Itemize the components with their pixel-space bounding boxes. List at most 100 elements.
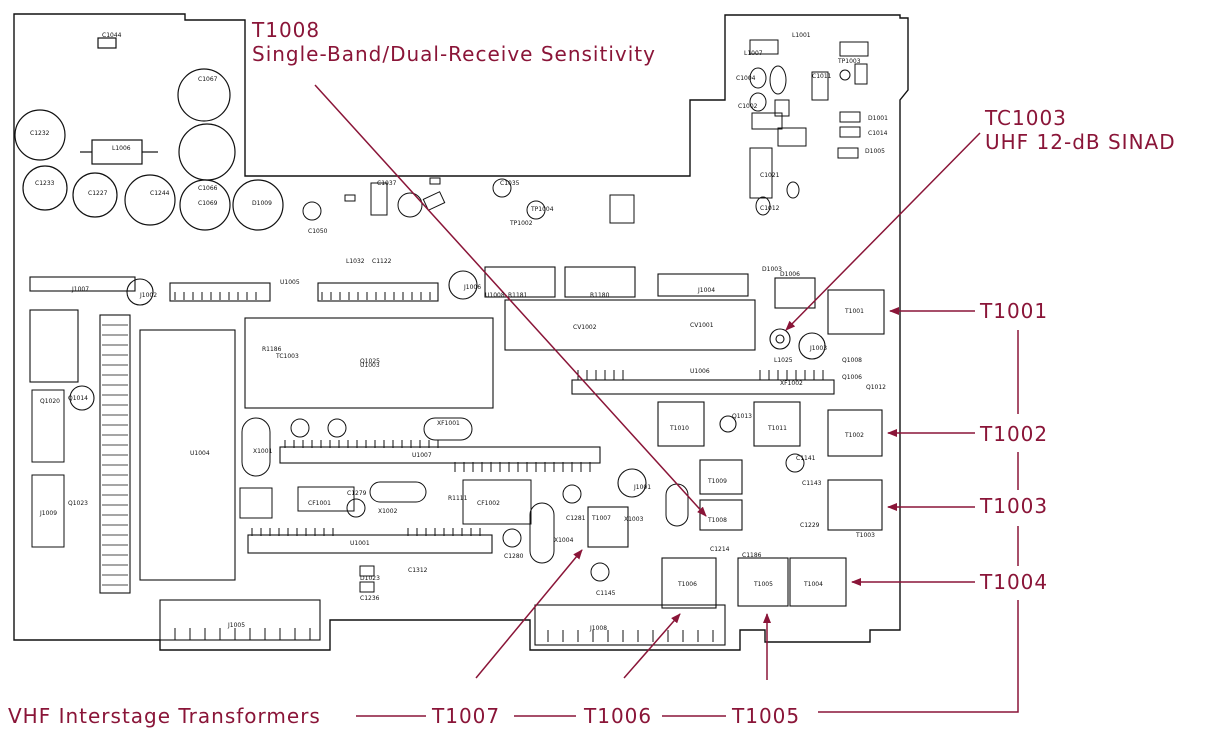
component-label-j1005: J1005 [228,622,246,629]
connectors [29,266,835,646]
component-label-t1005: T1005 [754,581,773,588]
component-label-q1008: Q1008 [842,357,862,364]
top-right-parts [749,39,869,216]
component-label-c1279: C1279 [347,490,367,497]
component-label-c1143: C1143 [802,480,822,487]
component-label-u1001: U1001 [350,540,370,547]
t1002-can [827,409,883,457]
t1007-can [587,506,629,548]
component-label-cv1002: CV1002 [573,324,597,331]
component-label-xf1002: XF1002 [780,380,803,387]
component-label-u1008: U1008 [485,292,505,299]
component-label-d1006: D1006 [780,271,800,278]
bus-1004-bottom [818,600,1019,713]
component-label-c1044: C1044 [102,32,122,39]
tc1003-trimmer [769,328,791,350]
component-label-c1214: C1214 [710,546,730,553]
t1008-desc: Single-Band/Dual-Receive Sensitivity [252,42,656,66]
component-label-t1003: T1003 [856,532,875,539]
component-label-u1004: U1004 [190,450,210,457]
component-label-c1186: C1186 [742,552,762,559]
t1011-can [753,401,801,447]
t1004-label: T1004 [980,570,1049,594]
component-label-j1006: J1006 [464,284,482,291]
component-label-c1141: C1141 [796,455,816,462]
t1002-label: T1002 [980,422,1049,446]
component-label-q1006: Q1006 [842,374,862,381]
component-label-cv1001: CV1001 [690,322,714,329]
component-label-u1005: U1005 [280,279,300,286]
component-label-c1280: C1280 [504,553,524,560]
component-label-tp1003: TP1003 [838,58,861,65]
left-blocks [31,389,805,593]
t1009-can [699,459,743,495]
component-label-t1001: T1001 [845,308,864,315]
t1007-arrow [475,549,583,679]
component-label-u1003: U1003 [360,362,380,369]
component-label-c1035: C1035 [500,180,520,187]
component-label-c1069: C1069 [198,200,218,207]
component-label-tp1002: TP1002 [510,220,533,227]
t1006-arrow [623,613,681,679]
component-label-j1002: J1002 [140,292,158,299]
vhf-interstage-label: VHF Interstage Transformers [8,704,321,728]
t1008-can [699,499,743,531]
component-label-c1122: C1122 [372,258,392,265]
component-label-q1014: Q1014 [68,395,88,402]
tc1003-leader [785,132,981,331]
component-label-j1008: J1008 [590,625,608,632]
l1032-can [774,277,816,309]
t1005-can [737,557,789,607]
component-label-r1186: R1186 [262,346,282,353]
component-label-x1003: X1003 [624,516,644,523]
pin-rows [174,292,824,642]
callout-lines [314,84,1019,717]
component-label-c1236: C1236 [360,595,380,602]
component-label-t1002: T1002 [845,432,864,439]
tc1003-label: TC1003 UHF 12-dB SINAD [985,106,1176,154]
component-label-c1227: C1227 [88,190,108,197]
component-label-c1066: C1066 [198,185,218,192]
pcb-board-outline [13,13,909,651]
left-pin-strip [102,324,128,586]
top-left-capacitors [14,37,284,231]
component-label-l1032: L1032 [346,258,365,265]
component-label-t1010: T1010 [670,425,689,432]
component-label-d1023: D1023 [360,575,380,582]
t1008-label: T1008 Single-Band/Dual-Receive Sensitivi… [252,18,656,66]
component-label-cf1002: CF1002 [477,500,500,507]
t1006-can [661,557,717,609]
component-label-q1013: Q1013 [732,413,752,420]
component-label-c1067: C1067 [198,76,218,83]
component-label-q1023: Q1023 [68,500,88,507]
component-label-c1145: C1145 [596,590,616,597]
component-label-c1021: C1021 [760,172,780,179]
component-label-l1025: L1025 [774,357,793,364]
component-label-j1007: J1007 [72,286,90,293]
tc1003-id: TC1003 [985,106,1067,130]
top-mid-parts [302,177,635,224]
t1008-id: T1008 [252,18,321,42]
component-label-t1011: T1011 [768,425,787,432]
t1006-bottom-label: T1006 [584,704,653,728]
t1001-label: T1001 [980,299,1049,323]
t1001-can [827,289,885,335]
component-label-t1009: T1009 [708,478,727,485]
component-label-d1005: D1005 [865,148,885,155]
component-label-q1020: Q1020 [40,398,60,405]
component-label-u1007: U1007 [412,452,432,459]
component-label-c1232: C1232 [30,130,50,137]
component-label-cf1001: CF1001 [308,500,331,507]
tc1003-desc: UHF 12-dB SINAD [985,130,1176,154]
component-label-l1001: L1001 [792,32,811,39]
component-label-tp1004: TP1004 [531,206,554,213]
component-label-c1281: C1281 [566,515,586,522]
component-label-t1004: T1004 [804,581,823,588]
component-label-q1025: Q1025 [360,358,380,365]
component-label-r1111: R1111 [448,495,468,502]
component-label-j1001: J1001 [634,484,652,491]
component-label-c1229: C1229 [800,522,820,529]
component-label-t1006: T1006 [678,581,697,588]
component-label-d1001: D1001 [868,115,888,122]
